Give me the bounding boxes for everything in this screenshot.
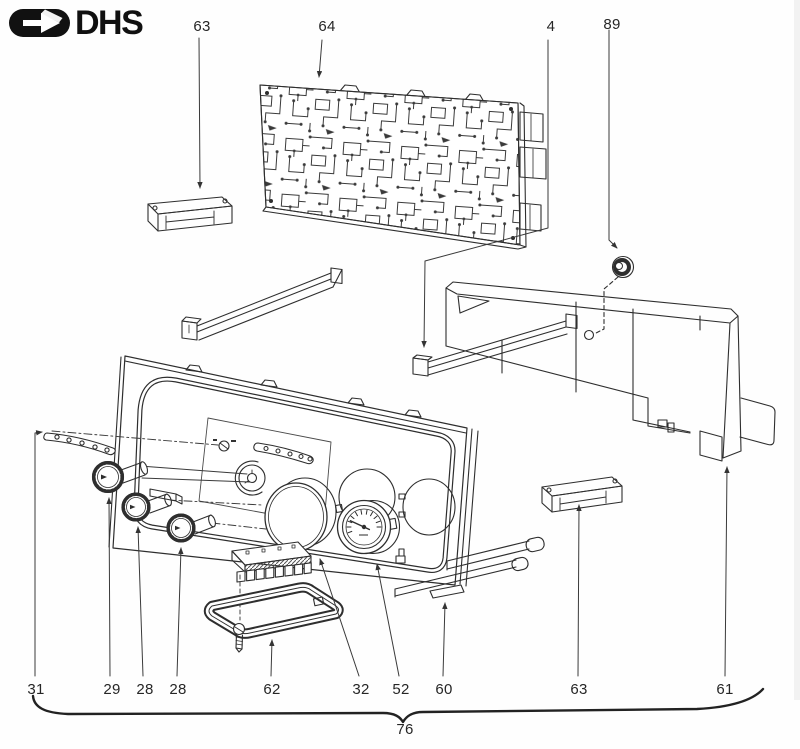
lens-frame-62 bbox=[203, 574, 344, 639]
part-label-52: 52 bbox=[392, 681, 410, 698]
part-label-28-b: 28 bbox=[169, 681, 187, 698]
gauge-52 bbox=[334, 499, 401, 555]
strip-31 bbox=[43, 432, 116, 456]
part-label-29: 29 bbox=[103, 681, 121, 698]
rear-housing-61 bbox=[412, 276, 776, 462]
assembly-brace-76 bbox=[31, 687, 765, 724]
inner-panel-60 bbox=[394, 428, 545, 599]
part-label-63-bottom: 63 bbox=[570, 681, 588, 698]
bracket-63-right bbox=[541, 476, 623, 513]
part-label-62: 62 bbox=[263, 681, 281, 698]
part-label-76: 76 bbox=[396, 721, 414, 738]
part-label-28-a: 28 bbox=[136, 681, 154, 698]
part-label-89: 89 bbox=[603, 16, 621, 33]
gauge-lens-32 bbox=[264, 477, 337, 552]
part-label-64: 64 bbox=[318, 18, 336, 35]
logo-text: DHS bbox=[75, 4, 144, 42]
grommet-89 bbox=[611, 255, 635, 279]
lamp-clip bbox=[149, 488, 183, 505]
mounting-rail-upper bbox=[181, 267, 343, 341]
knob-28-second bbox=[166, 513, 216, 543]
pcb-64 bbox=[259, 84, 547, 250]
part-label-61: 61 bbox=[716, 681, 734, 698]
terminal-block bbox=[231, 541, 312, 583]
part-label-31: 31 bbox=[27, 681, 45, 698]
alignment-lines bbox=[51, 430, 267, 530]
bracket-63-left bbox=[147, 196, 233, 232]
part-label-32: 32 bbox=[352, 681, 370, 698]
dhs-logo: DHS bbox=[8, 4, 144, 42]
part-label-60: 60 bbox=[435, 681, 453, 698]
right-arrow-logo-icon bbox=[9, 9, 70, 37]
part-label-4: 4 bbox=[546, 18, 556, 35]
screw bbox=[232, 622, 246, 653]
knob-29 bbox=[91, 460, 149, 494]
scan-edge-artifact bbox=[794, 0, 800, 700]
part-label-63-top: 63 bbox=[193, 18, 211, 35]
leader-lines bbox=[34, 29, 730, 677]
